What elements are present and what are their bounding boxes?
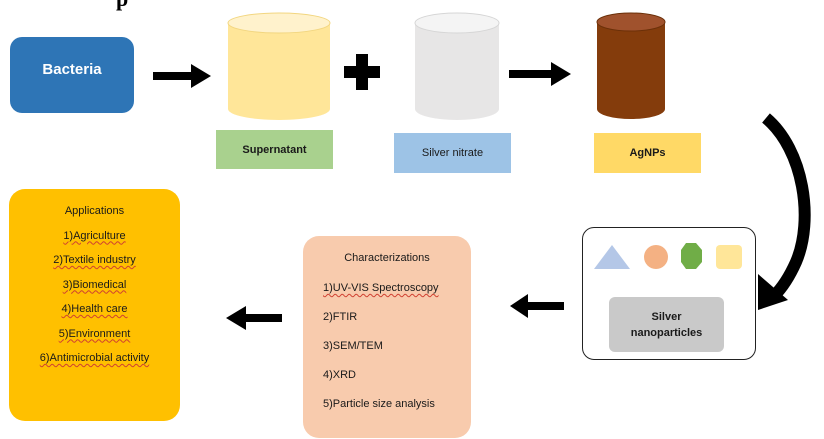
arrow-left-2 bbox=[226, 306, 282, 330]
np-label-line2: nanoparticles bbox=[630, 326, 703, 339]
characterization-item: 2)FTIR bbox=[323, 311, 358, 323]
plus-icon bbox=[344, 54, 380, 90]
supernatant-text: Supernatant bbox=[242, 143, 307, 156]
application-item: 4)Health care bbox=[61, 303, 128, 315]
agnps-text: AgNPs bbox=[629, 147, 666, 159]
supernatant-cylinder bbox=[227, 12, 331, 120]
characterization-item: 1)UV-VIS Spectroscopy bbox=[323, 282, 439, 294]
nanoparticle-shapes bbox=[594, 243, 742, 269]
application-item: 2)Textile industry bbox=[53, 254, 136, 266]
square-particle bbox=[716, 245, 742, 269]
circle-particle bbox=[644, 245, 668, 269]
characterization-item: 3)SEM/TEM bbox=[323, 340, 383, 352]
applications-box: Applications 1)Agriculture 2)Textile ind… bbox=[9, 189, 180, 421]
bacteria-label: Bacteria bbox=[42, 61, 102, 78]
arrow-right-1 bbox=[153, 64, 211, 88]
octagon-particle bbox=[681, 243, 702, 269]
characterization-item: 5)Particle size analysis bbox=[323, 398, 435, 410]
bacteria-box: Bacteria bbox=[10, 37, 134, 113]
applications-heading: Applications bbox=[64, 205, 125, 217]
application-item: 1)Agriculture bbox=[63, 229, 126, 242]
curved-arrow bbox=[758, 113, 811, 310]
supernatant-label: Supernatant bbox=[216, 130, 333, 169]
silver-nanoparticles-label: Silver nanoparticles bbox=[609, 297, 724, 352]
silver-nitrate-label: Silver nitrate bbox=[394, 133, 511, 173]
agnps-cylinder bbox=[596, 12, 666, 119]
arrow-right-2 bbox=[509, 62, 571, 86]
np-label-line1: Silver bbox=[651, 310, 682, 323]
application-item: 5)Environment bbox=[58, 327, 131, 340]
application-item: 3)Biomedical bbox=[62, 278, 127, 291]
triangle-particle bbox=[594, 245, 630, 269]
characterizations-heading: Characterizations bbox=[344, 252, 430, 264]
silver-nitrate-text: Silver nitrate bbox=[421, 147, 484, 159]
agnps-label: AgNPs bbox=[594, 133, 701, 173]
figure-title-fragment: p bbox=[116, 0, 128, 12]
arrow-left-1 bbox=[510, 294, 564, 318]
characterization-item: 4)XRD bbox=[323, 369, 357, 381]
silver-nitrate-cylinder bbox=[414, 12, 500, 120]
application-item: 6)Antimicrobial activity bbox=[39, 352, 150, 364]
characterizations-box: Characterizations 1)UV-VIS Spectroscopy … bbox=[303, 236, 471, 438]
